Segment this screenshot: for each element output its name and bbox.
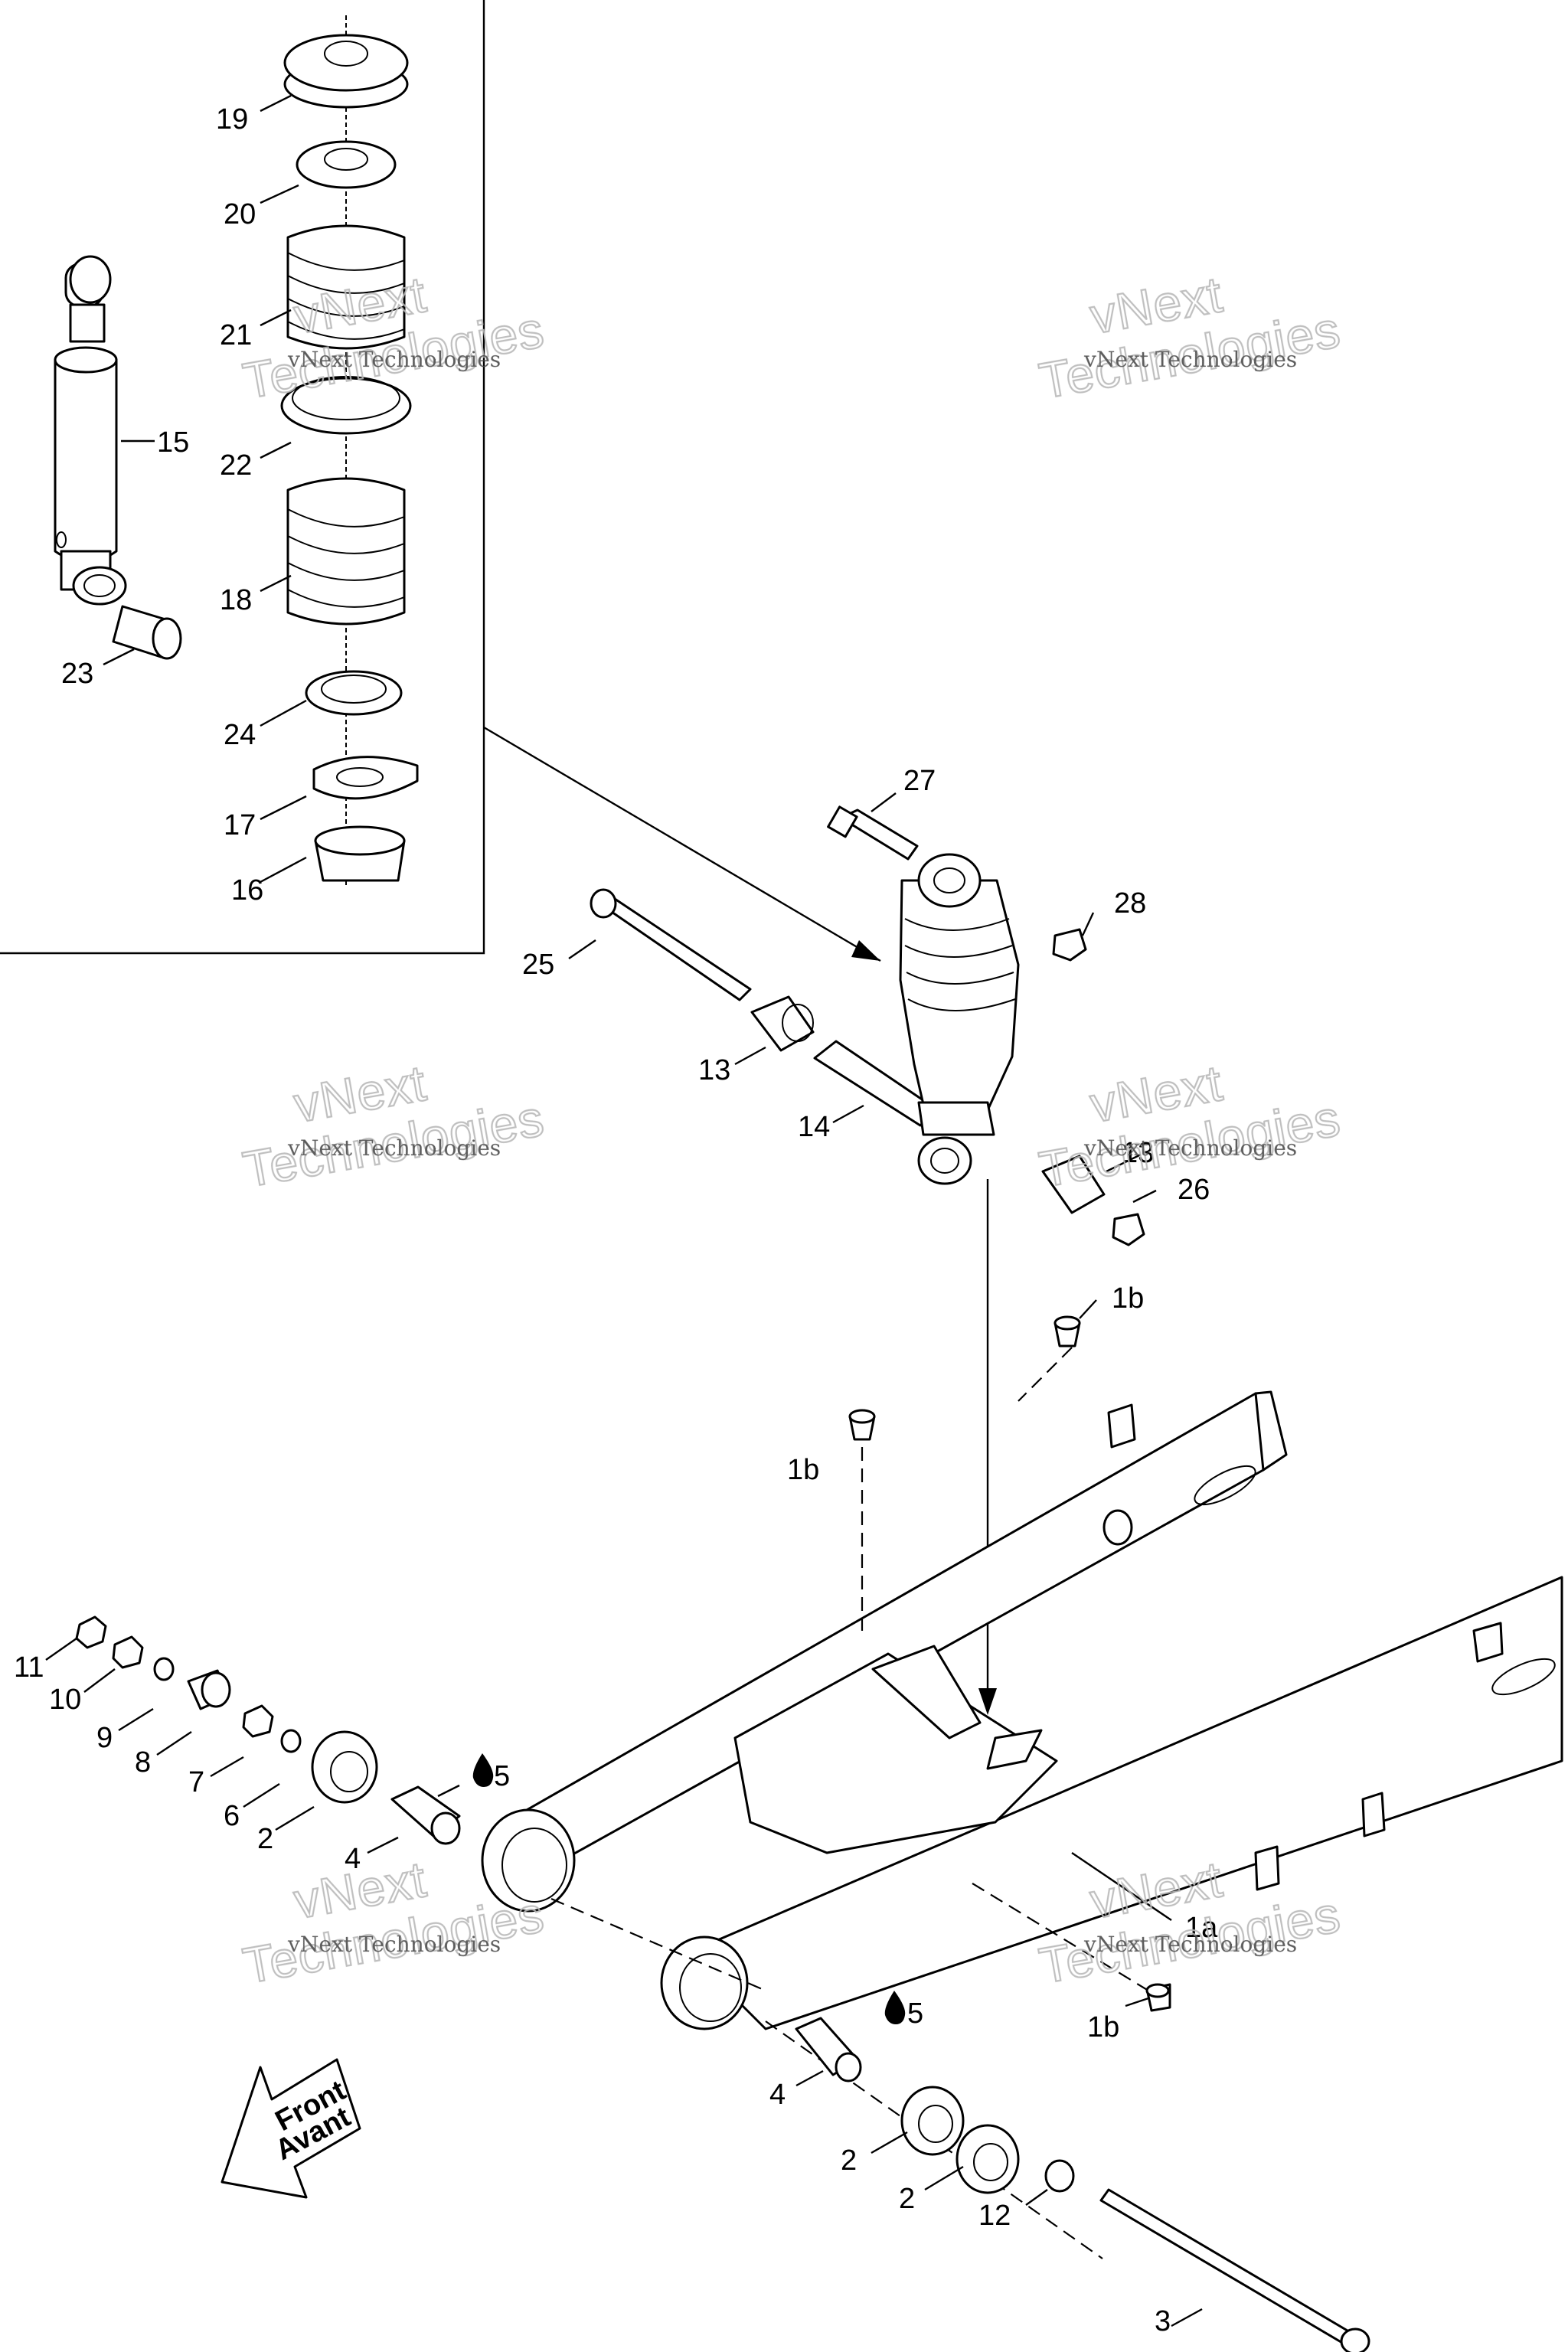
swingarm	[481, 1347, 1563, 2259]
callout-2-right-a: 2	[841, 2145, 857, 2177]
svg-text:vNext Technologies: vNext Technologies	[1083, 347, 1297, 372]
callout-24: 24	[224, 719, 256, 751]
callout-17: 17	[224, 809, 256, 841]
callout-8: 8	[135, 1746, 151, 1779]
front-direction-arrow: Front Avant	[220, 2058, 361, 2199]
callout-3: 3	[1155, 2305, 1171, 2337]
watermark: vNext Technologies vNext Technologies	[1034, 265, 1345, 410]
callout-7: 7	[188, 1766, 204, 1798]
callout-1b-mid: 1b	[787, 1454, 819, 1486]
callout-11: 11	[14, 1651, 44, 1684]
oil-drop-icon	[472, 1753, 494, 1787]
spring-stack	[280, 15, 419, 888]
callout-1b-low: 1b	[1087, 2011, 1119, 2043]
callout-13-right: 13	[1122, 1137, 1154, 1169]
shock-absorber-body	[54, 255, 182, 660]
watermark: vNext Technologies vNext Technologies	[1034, 1054, 1345, 1199]
callout-5-left: 5	[494, 1760, 510, 1792]
callout-27: 27	[903, 765, 936, 797]
grease-nipples	[848, 1315, 1171, 2012]
inset-detail-frame	[0, 0, 881, 962]
callout-1a: 1a	[1185, 1912, 1218, 1944]
left-pivot-hardware	[75, 1615, 461, 1845]
svg-text:vNext Technologies: vNext Technologies	[287, 1135, 501, 1161]
callout-15: 15	[157, 426, 189, 459]
callout-28: 28	[1114, 887, 1146, 920]
callout-12: 12	[978, 2200, 1011, 2232]
right-pivot-hardware	[795, 2017, 1370, 2352]
callout-18: 18	[220, 584, 252, 616]
grease-drop-icons	[472, 1753, 906, 2024]
watermark: vNext Technologies vNext Technologies	[238, 1054, 549, 1199]
callout-22: 22	[220, 449, 252, 482]
leader-lines	[45, 94, 1203, 2328]
oil-drop-icon	[884, 1991, 906, 2024]
callout-1b-top: 1b	[1112, 1282, 1144, 1315]
callout-4-right: 4	[769, 2079, 786, 2111]
callout-23: 23	[61, 658, 93, 690]
svg-text:vNext Technologies: vNext Technologies	[1083, 1932, 1297, 1957]
callout-16: 16	[231, 874, 263, 906]
callout-14: 14	[798, 1111, 830, 1143]
callout-20: 20	[224, 198, 256, 230]
callout-19: 19	[216, 103, 248, 136]
callout-2-right-b: 2	[899, 2183, 915, 2215]
callout-26: 26	[1178, 1174, 1210, 1206]
callout-2-left: 2	[257, 1823, 273, 1855]
callout-6: 6	[224, 1800, 240, 1832]
callout-25: 25	[522, 949, 554, 981]
callout-10: 10	[49, 1684, 81, 1716]
callout-21: 21	[220, 319, 252, 351]
svg-text:vNext Technologies: vNext Technologies	[287, 1932, 501, 1957]
callout-9: 9	[96, 1722, 113, 1754]
callout-5-right: 5	[907, 1998, 923, 2030]
svg-text:vNext Technologies: vNext Technologies	[1083, 1135, 1297, 1161]
svg-text:vNext Technologies: vNext Technologies	[287, 347, 501, 372]
callout-4-left: 4	[345, 1843, 361, 1875]
callout-13-left: 13	[698, 1054, 730, 1086]
callout-labels: 19 20 21 22 18 24 17 16 15 23 27 28 25 1…	[14, 103, 1218, 2337]
